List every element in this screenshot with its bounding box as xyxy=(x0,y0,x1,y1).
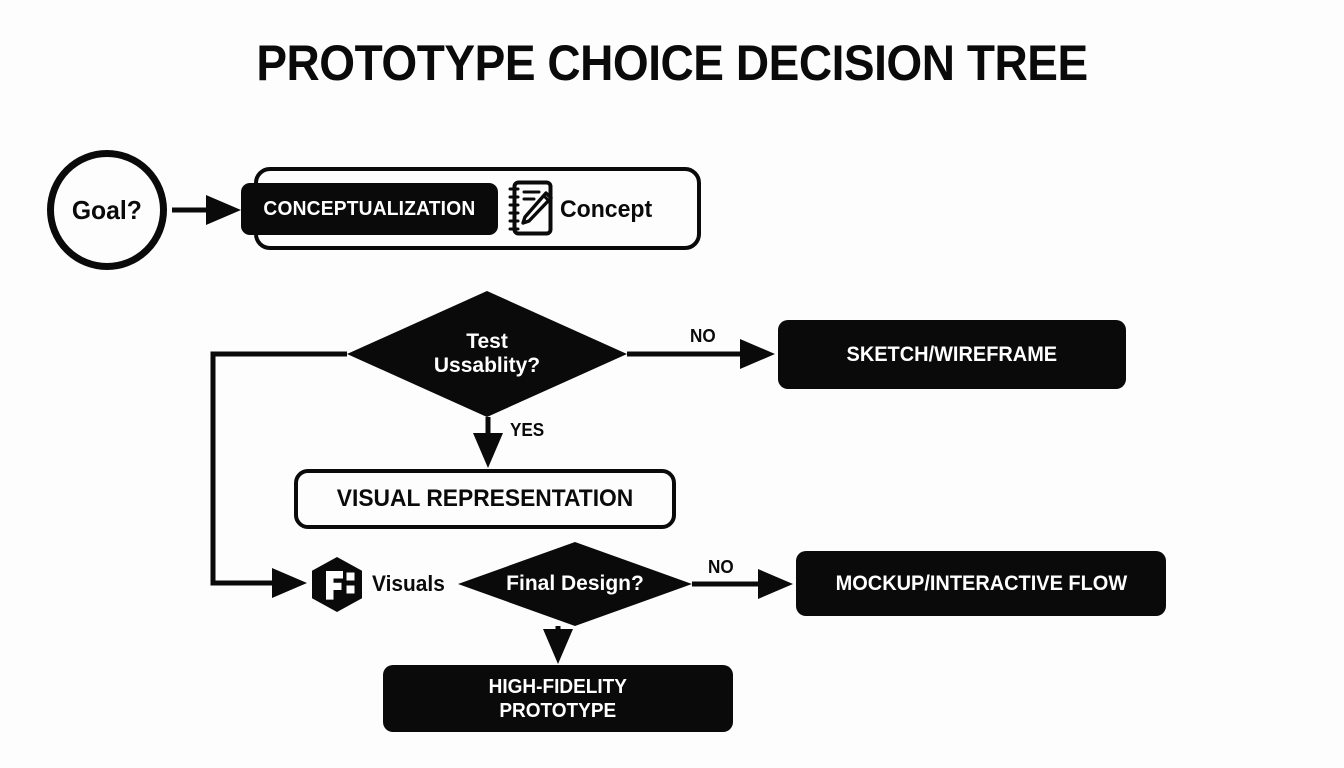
node-sketch-wireframe[interactable]: SKETCH/WIREFRAME xyxy=(778,320,1126,389)
node-high-fidelity-prototype-label-line1: HIGH-FIDELITY xyxy=(488,675,628,698)
node-visual-representation-label: VISUAL REPRESENTATION xyxy=(336,484,634,512)
node-conceptualization[interactable]: CONCEPTUALIZATION xyxy=(241,183,498,235)
notepad-pencil-icon xyxy=(508,180,554,236)
node-final-design[interactable]: Final Design? xyxy=(458,542,692,626)
edge-label-test-no: NO xyxy=(690,326,716,346)
page-title: PROTOTYPE CHOICE DECISION TREE xyxy=(256,35,1088,91)
node-test-usability[interactable]: Test Ussablity? xyxy=(347,291,627,417)
node-high-fidelity-prototype[interactable]: HIGH-FIDELITY PROTOTYPE xyxy=(383,665,733,732)
diamond-shape xyxy=(347,291,627,417)
node-conceptualization-label: CONCEPTUALIZATION xyxy=(263,197,476,220)
figma-hex-icon xyxy=(310,556,364,613)
node-mockup-interactive-flow-label: MOCKUP/INTERACTIVE FLOW xyxy=(835,571,1127,595)
node-sketch-wireframe-label: SKETCH/WIREFRAME xyxy=(846,342,1058,366)
node-mockup-interactive-flow[interactable]: MOCKUP/INTERACTIVE FLOW xyxy=(796,551,1166,616)
diamond-shape xyxy=(458,542,692,626)
node-high-fidelity-prototype-label: HIGH-FIDELITY PROTOTYPE xyxy=(489,675,627,723)
edge-label-final-no: NO xyxy=(708,557,734,577)
node-start-goal-label: Goal? xyxy=(71,194,142,225)
node-visuals-caption: Visuals xyxy=(372,571,445,596)
node-high-fidelity-prototype-label-line2: PROTOTYPE xyxy=(499,699,617,722)
node-visual-representation[interactable]: VISUAL REPRESENTATION xyxy=(294,469,676,529)
node-start-goal[interactable]: Goal? xyxy=(47,150,167,270)
edge-label-test-yes: YES xyxy=(510,420,545,440)
node-concept-caption: Concept xyxy=(560,196,653,223)
